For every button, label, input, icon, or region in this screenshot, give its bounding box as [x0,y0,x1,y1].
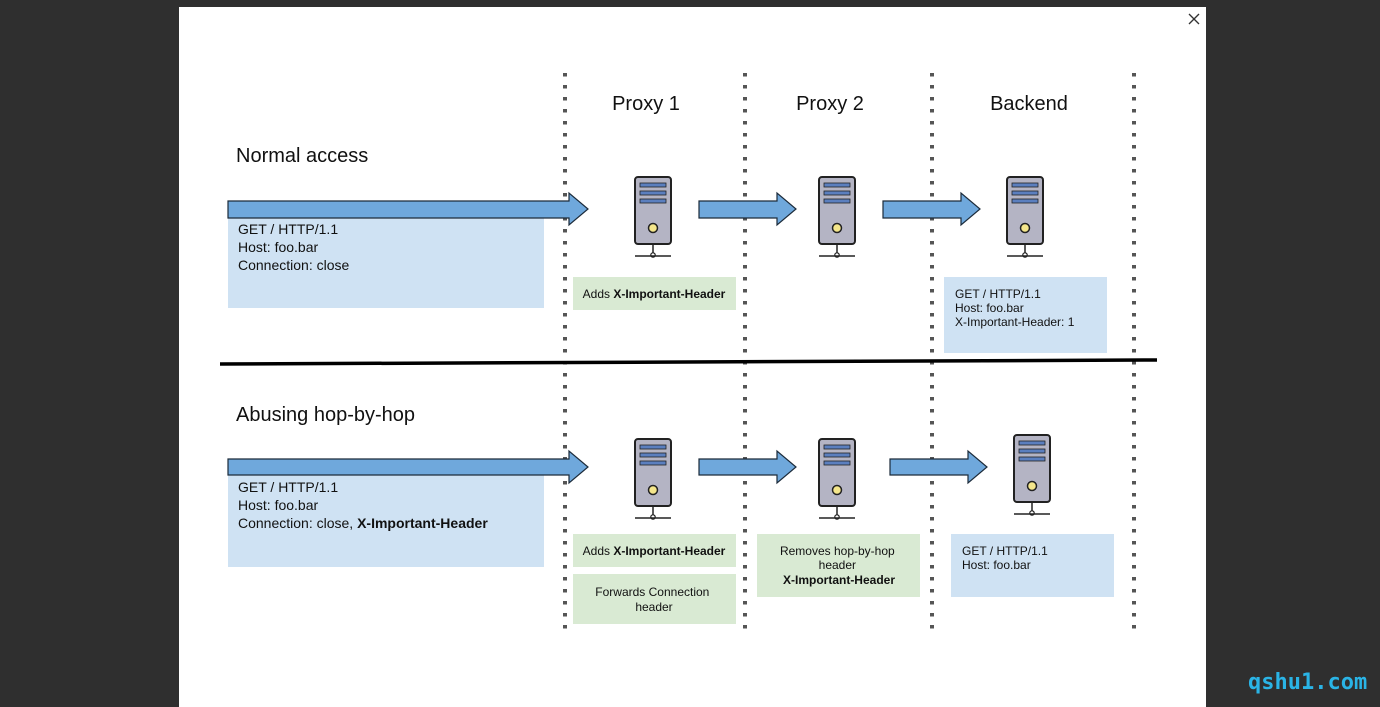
backend-request-box [951,534,1114,597]
arrow-right-icon [882,191,981,227]
note-text-plain: Adds [583,544,614,558]
arrow-right-icon [227,191,589,227]
backend-request-text: GET / HTTP/1.1 Host: foo.bar [962,544,1051,572]
note-text: Adds X-Important-Header [583,287,726,301]
arrow-right-icon [227,449,589,485]
server-icon [1013,434,1051,516]
arrow-right-icon [889,449,988,485]
backend-request-line: X-Important-Header: 1 [955,315,1075,329]
section-title-normal-access: Normal access [236,145,368,167]
server-icon [818,176,856,258]
server-icon [818,438,856,520]
request-line: Connection: close, [238,515,357,531]
arrow-right-icon [698,191,797,227]
request-box [228,473,544,567]
note-text-bold: X-Important-Header [613,544,725,558]
hop-by-hop-diagram: Proxy 1 Proxy 2 Backend Normal access GE… [219,73,1158,637]
note-line: Removes hop-by-hop [780,544,895,558]
request-line: Host: foo.bar [238,497,318,513]
request-line: Host: foo.bar [238,239,318,255]
request-text: GET / HTTP/1.1 Host: foo.bar Connection:… [238,479,488,531]
request-line: GET / HTTP/1.1 [238,221,338,237]
backend-request-line: Host: foo.bar [955,301,1024,315]
arrow-right-icon [698,449,797,485]
note-line: header [635,600,672,614]
diagram-canvas: Proxy 1 Proxy 2 Backend Normal access GE… [179,7,1206,707]
close-icon[interactable] [1185,10,1203,28]
section-title-abusing-hop-by-hop: Abusing hop-by-hop [236,404,415,426]
note-box [573,277,736,310]
column-header-backend: Backend [990,93,1068,115]
note-line: header [819,558,856,572]
note-text-plain: Adds [583,287,614,301]
backend-request-line: Host: foo.bar [962,558,1031,572]
note-box [573,574,736,624]
backend-request-line: GET / HTTP/1.1 [962,544,1048,558]
request-line: Connection: close [238,257,350,273]
request-box [228,214,544,308]
server-icon [1006,176,1044,258]
request-text: GET / HTTP/1.1 Host: foo.bar Connection:… [238,221,350,273]
backend-request-text: GET / HTTP/1.1 Host: foo.bar X-Important… [955,287,1075,329]
column-header-proxy-2: Proxy 2 [796,93,864,115]
backend-request-box [944,277,1107,353]
column-header-proxy-1: Proxy 1 [612,93,680,115]
server-icon [634,438,672,520]
backend-request-line: GET / HTTP/1.1 [955,287,1041,301]
column-separators [563,73,1136,637]
request-line: GET / HTTP/1.1 [238,479,338,495]
watermark: qshu1.com [1248,670,1368,695]
request-line-bold: X-Important-Header [357,515,488,531]
note-text: Removes hop-by-hop header X-Important-He… [780,544,898,587]
note-text: Forwards Connection header [595,585,712,614]
note-box [573,534,736,567]
section-divider [219,358,1158,366]
note-line: Forwards Connection [595,585,709,599]
note-box [757,534,920,597]
server-icon [634,176,672,258]
note-text: Adds X-Important-Header [583,544,726,558]
note-line-bold: X-Important-Header [783,573,895,587]
note-text-bold: X-Important-Header [613,287,725,301]
